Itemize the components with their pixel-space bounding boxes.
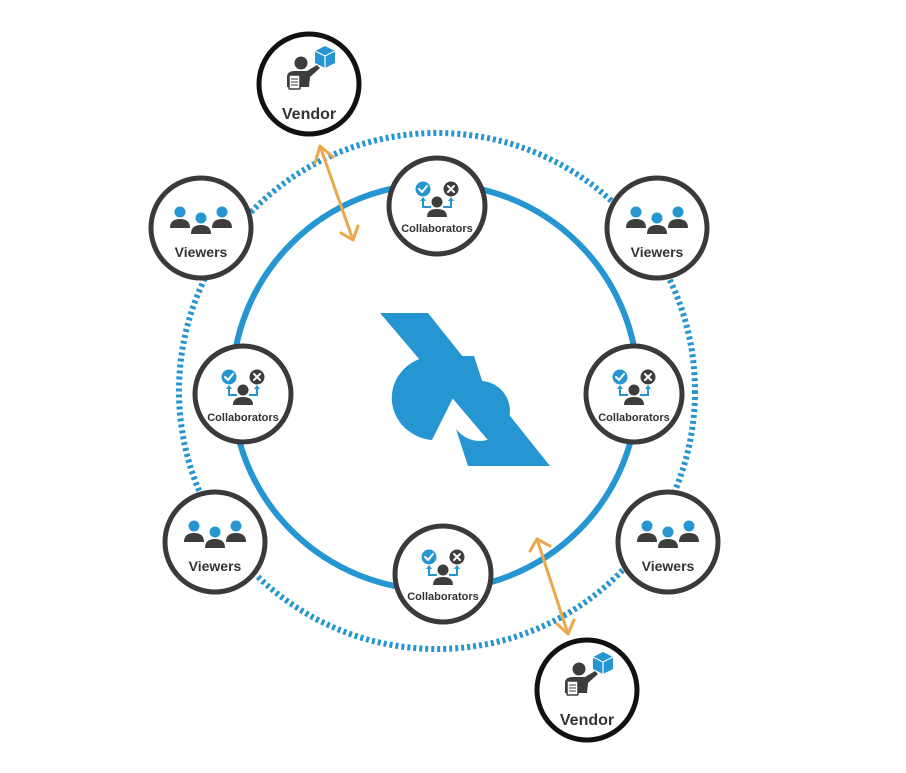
viewers-label: Viewers bbox=[631, 244, 684, 260]
viewers-label: Viewers bbox=[175, 244, 228, 260]
vendor-label: Vendor bbox=[560, 712, 614, 729]
viewers-node-bottom-right[interactable]: Viewers bbox=[615, 489, 721, 595]
vendor-link-arrow-top bbox=[313, 144, 360, 242]
a-brand-logo-icon bbox=[380, 313, 550, 466]
viewers-node-top-right[interactable]: Viewers bbox=[604, 175, 710, 281]
collaborators-node-top[interactable]: Collaborators bbox=[386, 155, 488, 257]
vendor-node[interactable]: Vendor bbox=[534, 637, 640, 743]
viewers-node-top-left[interactable]: Viewers bbox=[148, 175, 254, 281]
vendor-link-arrow-bottom bbox=[528, 537, 576, 636]
collaborators-label: Collaborators bbox=[598, 412, 670, 424]
collaborators-node-right[interactable]: Collaborators bbox=[583, 343, 685, 445]
viewers-node-bottom-left[interactable]: Viewers bbox=[162, 489, 268, 595]
viewers-label: Viewers bbox=[642, 558, 695, 574]
collaborators-label: Collaborators bbox=[407, 591, 479, 603]
collaborators-node-left[interactable]: Collaborators bbox=[192, 343, 294, 445]
collaborators-label: Collaborators bbox=[401, 223, 473, 235]
vendor-label: Vendor bbox=[282, 106, 336, 123]
collaborators-label: Collaborators bbox=[207, 412, 279, 424]
viewers-label: Viewers bbox=[189, 558, 242, 574]
collaborators-node-bottom[interactable]: Collaborators bbox=[392, 523, 494, 625]
outer-dotted-ring bbox=[176, 130, 698, 652]
vendor-node[interactable]: Vendor bbox=[256, 31, 362, 137]
